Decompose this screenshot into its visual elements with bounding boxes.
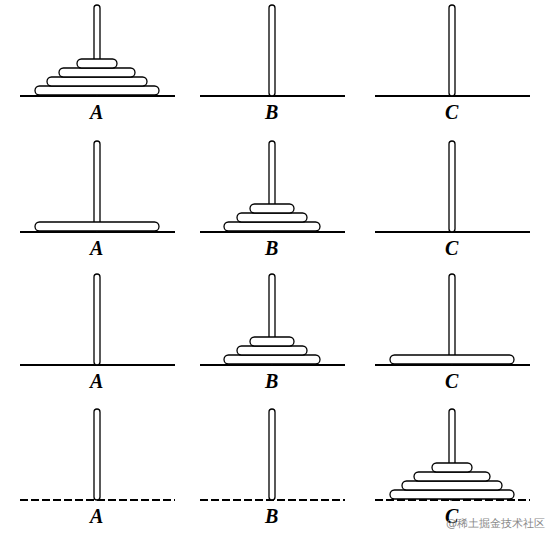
peg-label: B	[265, 102, 278, 122]
row-4	[20, 409, 530, 500]
peg-label: C	[445, 371, 458, 391]
row-2	[20, 141, 530, 232]
row-3	[20, 274, 530, 365]
peg-label: C	[445, 238, 458, 258]
watermark: @稀土掘金技术社区	[446, 517, 545, 530]
peg-label: A	[90, 506, 103, 526]
peg-label: A	[90, 102, 103, 122]
peg-label: B	[265, 506, 278, 526]
peg-label: C	[445, 102, 458, 122]
row-1	[20, 5, 530, 96]
peg-label: B	[265, 371, 278, 391]
peg-label: A	[90, 371, 103, 391]
peg-label: A	[90, 238, 103, 258]
peg-label: B	[265, 238, 278, 258]
